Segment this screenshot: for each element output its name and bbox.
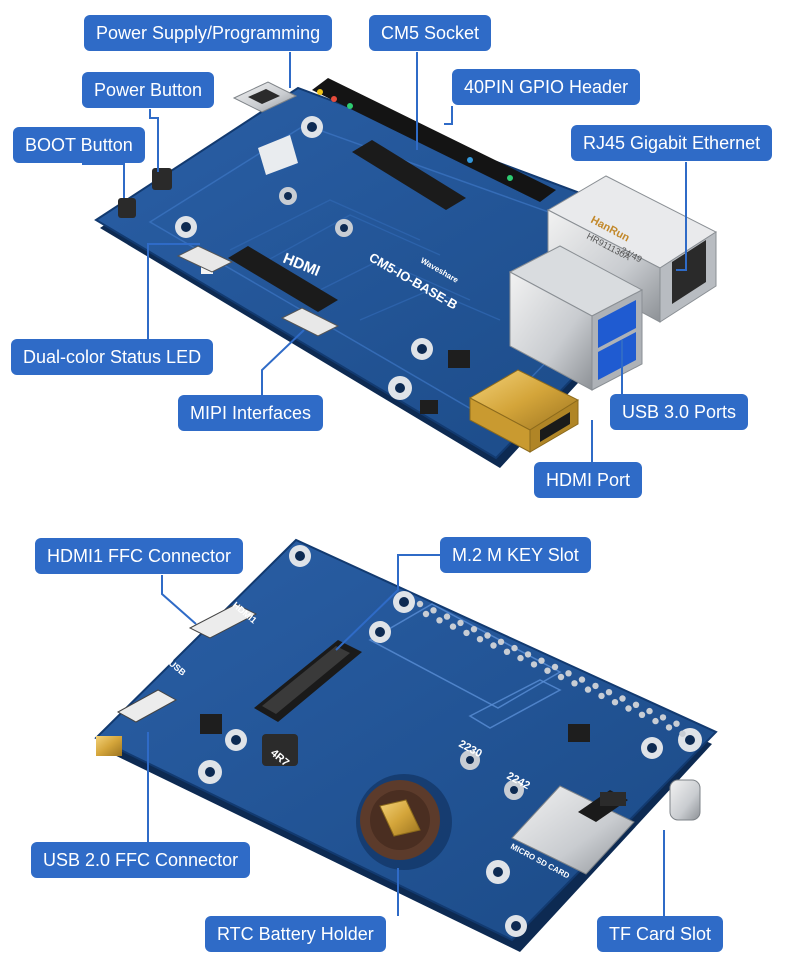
gpio-hole xyxy=(470,626,478,633)
gpio-holes xyxy=(416,600,686,737)
usb-c-bottom xyxy=(669,779,701,821)
label-power-button: Power Button xyxy=(82,72,215,108)
boot-button-part xyxy=(118,198,136,218)
m2-slot xyxy=(254,640,362,722)
label-usb2-ffc: USB 2.0 FFC Connector xyxy=(31,842,251,878)
gpio-hole xyxy=(538,657,545,664)
gpio-hole xyxy=(611,699,619,706)
gpio-hole xyxy=(659,714,667,721)
bottom-board: 4R7 HDMI1 USB 2230 2242 xyxy=(94,538,718,952)
gpio-hole xyxy=(524,651,532,658)
usb3-stack xyxy=(508,245,644,391)
gpio-hole xyxy=(530,661,538,668)
mipi-connector-2 xyxy=(280,307,340,337)
gpio-hole xyxy=(646,707,653,715)
label-m2-slot: M.2 M KEY Slot xyxy=(440,537,591,573)
gpio-hole xyxy=(436,617,443,624)
gpio-hole xyxy=(605,689,613,696)
label-sticker xyxy=(258,135,298,175)
gpio-hole xyxy=(652,717,659,725)
edge-connector xyxy=(96,736,122,756)
gpio-hole xyxy=(517,654,524,662)
gpio-hole xyxy=(544,667,551,674)
inductor xyxy=(262,734,298,766)
gpio-hole xyxy=(632,701,640,708)
m2-area xyxy=(468,679,562,729)
chip xyxy=(568,724,590,742)
gpio-hole xyxy=(476,636,484,643)
gpio-hole xyxy=(679,730,686,737)
top-mounting-holes xyxy=(175,116,433,400)
gpio-hole xyxy=(557,673,565,681)
label-power-supply: Power Supply/Programming xyxy=(84,15,333,51)
hdmi1-ffc-part xyxy=(188,603,258,639)
power-button-part xyxy=(152,168,172,190)
gpio-hole xyxy=(422,610,430,618)
gpio-hole xyxy=(638,711,646,718)
top-board: HDMI CM5-IO-BASE-B Waveshare HanRun HR91… xyxy=(94,58,718,468)
gpio-hole xyxy=(578,676,586,683)
label-hdmi-port: HDMI Port xyxy=(534,462,643,498)
gpio-hole xyxy=(497,638,505,645)
gpio-hole xyxy=(598,692,605,700)
hdmi-port xyxy=(468,369,580,453)
gpio-hole xyxy=(463,629,470,637)
gpio-hole xyxy=(416,600,424,608)
label-hdmi1-ffc: HDMI1 FFC Connector xyxy=(35,538,244,574)
gpio-hole xyxy=(571,680,578,687)
gpio-hole xyxy=(592,682,599,690)
gpio-hole xyxy=(673,720,680,727)
gpio-hole xyxy=(625,705,632,712)
chip xyxy=(200,714,222,734)
gpio-hole xyxy=(443,613,451,620)
gpio-hole xyxy=(511,644,518,652)
label-usb3: USB 3.0 Ports xyxy=(610,394,749,430)
gpio-hole xyxy=(584,686,592,693)
usb-c-power xyxy=(232,81,298,113)
chip xyxy=(448,350,470,368)
mipi-connector-1 xyxy=(176,245,234,273)
chip xyxy=(420,400,438,414)
cm5-connector-top xyxy=(352,140,466,210)
gpio-hole xyxy=(551,663,559,671)
rtc-battery-holder xyxy=(356,774,452,870)
label-status-led: Dual-color Status LED xyxy=(11,339,214,375)
top-board-traces xyxy=(229,199,501,321)
gpio-hole xyxy=(484,632,491,639)
gpio-hole xyxy=(490,642,497,649)
gpio-hole xyxy=(665,724,673,731)
gpio-hole xyxy=(457,619,464,627)
gpio-hole xyxy=(449,623,457,630)
m2-area xyxy=(368,603,562,709)
gpio-hole xyxy=(565,670,572,677)
leader-lines xyxy=(82,52,687,916)
label-boot-button: BOOT Button xyxy=(13,127,145,163)
gpio-hole xyxy=(430,607,437,614)
gpio-hole xyxy=(619,695,626,702)
tf-card-slot xyxy=(511,785,635,875)
label-mipi: MIPI Interfaces xyxy=(178,395,324,431)
cm5-connector-bottom xyxy=(228,246,338,312)
bottom-mounting-holes xyxy=(198,545,702,937)
label-rj45: RJ45 Gigabit Ethernet xyxy=(571,125,773,161)
label-tf-slot: TF Card Slot xyxy=(597,916,724,952)
label-rtc-holder: RTC Battery Holder xyxy=(205,916,386,952)
label-gpio-header: 40PIN GPIO Header xyxy=(452,69,641,105)
gpio-hole xyxy=(503,648,511,655)
usb-ffc-part xyxy=(116,689,178,723)
label-cm5-socket: CM5 Socket xyxy=(369,15,492,51)
